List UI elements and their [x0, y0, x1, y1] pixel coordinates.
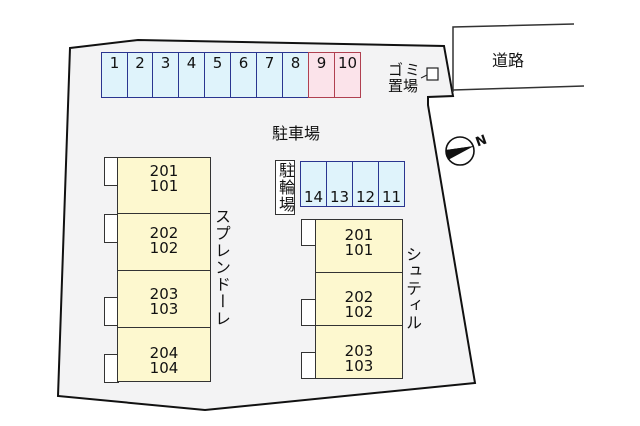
unit-upper-number: 201	[149, 162, 179, 180]
north-compass-icon	[445, 136, 475, 166]
slot-number: 10	[337, 54, 358, 72]
slot-number: 2	[135, 54, 145, 72]
unit-lower-number: 101	[344, 241, 374, 259]
unit-upper-number: 204	[149, 344, 179, 362]
unit-201-101[interactable]: 201 101	[315, 219, 403, 273]
building-name-splendore: スプレンドーレ	[212, 208, 231, 327]
garbage-area-label: ゴミ 置場	[388, 62, 422, 94]
bike-slot-14[interactable]: 14	[300, 161, 327, 207]
parking-slot-10[interactable]: 10	[334, 52, 361, 98]
slot-number: 3	[160, 54, 171, 72]
road-edge-bottom	[452, 85, 585, 91]
slot-number: 7	[264, 54, 275, 72]
unit-203-103[interactable]: 203 103	[117, 270, 211, 328]
parking-row: 1 2 3 4 5 6 7 8 9 10	[101, 52, 361, 98]
unit-202-102[interactable]: 202 102	[315, 272, 403, 326]
unit-lower-number: 102	[344, 303, 374, 321]
slot-number: 9	[316, 54, 327, 72]
bike-slot-12[interactable]: 12	[352, 161, 379, 207]
slot-number: 14	[303, 188, 324, 206]
garbage-box	[426, 67, 439, 81]
slot-number: 12	[355, 188, 376, 206]
unit-lower-number: 102	[149, 239, 179, 257]
unit-203-103[interactable]: 203 103	[315, 325, 403, 379]
parking-slot-9[interactable]: 9	[308, 52, 335, 98]
parking-slot-1[interactable]: 1	[101, 52, 128, 98]
garbage-label-line2: 置場	[388, 77, 419, 95]
slot-number: 5	[212, 54, 223, 72]
slot-number: 11	[381, 188, 402, 206]
slot-number: 1	[109, 54, 120, 72]
bike-parking-label: 駐輪場	[275, 160, 295, 215]
unit-upper-number: 201	[344, 226, 374, 244]
parking-slot-5[interactable]: 5	[204, 52, 231, 98]
slot-number: 13	[329, 188, 350, 206]
parking-slot-6[interactable]: 6	[230, 52, 257, 98]
unit-204-104[interactable]: 204 104	[117, 327, 211, 382]
parking-slot-2[interactable]: 2	[127, 52, 153, 98]
unit-upper-number: 203	[149, 285, 179, 303]
parking-slot-8[interactable]: 8	[282, 52, 309, 98]
unit-lower-number: 103	[149, 300, 179, 318]
unit-lower-number: 104	[149, 359, 179, 377]
slot-number: 4	[186, 54, 197, 72]
parking-slot-3[interactable]: 3	[152, 52, 179, 98]
unit-201-101[interactable]: 201 101	[117, 157, 211, 215]
unit-upper-number: 202	[149, 224, 179, 242]
unit-202-102[interactable]: 202 102	[117, 213, 211, 271]
unit-lower-number: 101	[149, 177, 179, 195]
road-edge-top	[452, 23, 575, 92]
parking-slot-4[interactable]: 4	[178, 52, 205, 98]
unit-upper-number: 203	[344, 342, 374, 360]
slot-number: 6	[238, 54, 249, 72]
bike-slot-13[interactable]: 13	[326, 161, 353, 207]
parking-slot-7[interactable]: 7	[256, 52, 283, 98]
unit-upper-number: 202	[344, 288, 374, 306]
parking-lot-label: 駐車場	[272, 124, 321, 143]
slot-number: 8	[290, 54, 301, 72]
building-name-stil: シュティル	[403, 246, 422, 331]
bike-slot-11[interactable]: 11	[378, 161, 405, 207]
unit-lower-number: 103	[344, 357, 374, 375]
road-label: 道路	[492, 51, 525, 70]
bike-parking-row: 14 13 12 11	[300, 161, 405, 207]
garbage-label-line1: ゴミ	[388, 61, 423, 79]
